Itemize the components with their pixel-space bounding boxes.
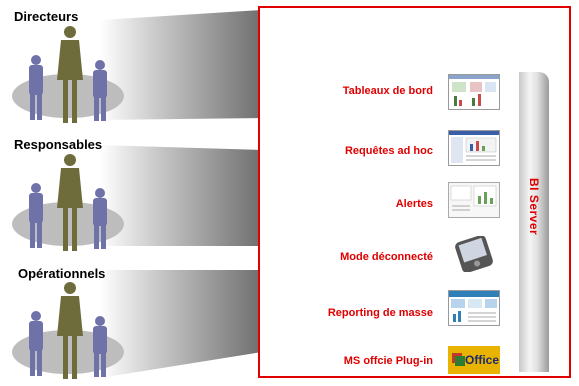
feature-label-alertes: Alertes — [395, 198, 433, 210]
alerts-thumbnail-icon — [448, 182, 500, 218]
feature-label-reporting-de-masse: Reporting de masse — [327, 307, 433, 319]
adhoc-query-thumbnail-icon — [448, 130, 500, 166]
beam-directeurs — [100, 10, 262, 120]
beam-operationnels — [100, 270, 262, 378]
feature-label-tableaux-de-bord: Tableaux de bord — [342, 85, 433, 97]
pda-device-icon — [455, 236, 493, 272]
people-group-directeurs-icon — [12, 26, 124, 123]
bi-server-label: BI Server — [527, 178, 541, 236]
office-logo-text: Office — [465, 353, 500, 367]
group-label-directeurs: Directeurs — [14, 9, 79, 24]
feature-label-ms-office-plugin: MS offcie Plug-in — [343, 355, 433, 367]
group-label-operationnels: Opérationnels — [18, 266, 106, 281]
mass-reporting-thumbnail-icon — [448, 290, 500, 326]
people-group-operationnels-icon — [12, 282, 124, 379]
people-group-responsables-icon — [12, 154, 124, 251]
feature-label-requetes-ad-hoc: Requêtes ad hoc — [344, 145, 433, 157]
group-label-responsables: Responsables — [14, 137, 103, 152]
office-logo-icon: Office — [448, 346, 500, 374]
feature-label-mode-deconnecte: Mode déconnecté — [340, 251, 433, 263]
dashboard-thumbnail-icon — [448, 74, 500, 110]
bi-server-bar — [519, 72, 549, 372]
bi-server-box — [258, 6, 571, 378]
beam-responsables — [100, 145, 262, 246]
